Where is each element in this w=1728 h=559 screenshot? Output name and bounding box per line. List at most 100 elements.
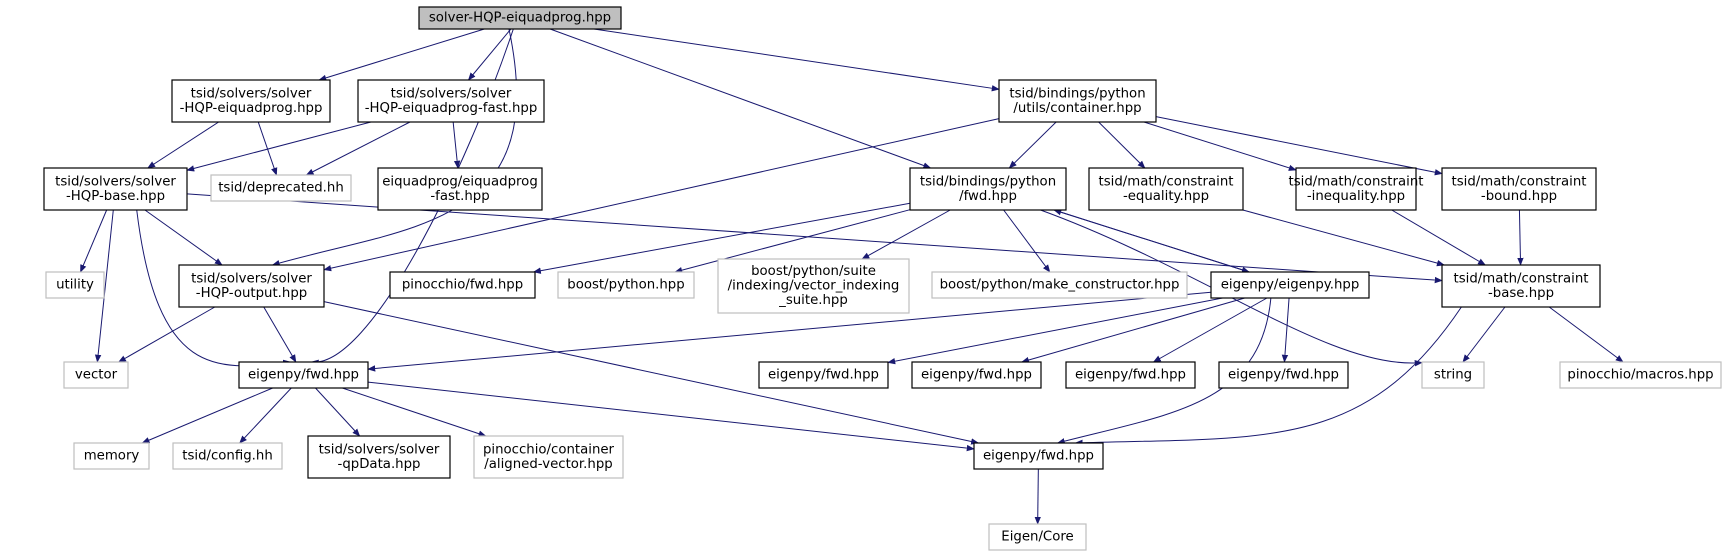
node-label: tsid/math/constraint [1452,174,1587,189]
edge-eigenpy-to-python_fwd [1053,209,1250,273]
node-box [1441,167,1597,211]
node-label: eigenpy/fwd.hpp [768,368,879,383]
node-constraint_eq[interactable]: tsid/math/constraint-equality.hpp [1088,167,1244,211]
node-label: tsid/bindings/python [920,174,1056,189]
node-label: /utils/container.hpp [1013,101,1141,116]
node-label: eigenpy/eigenpy.hpp [1221,278,1360,293]
node-memory: memory [73,442,150,470]
edge-container-to-solver_output [323,118,1000,272]
node-vector: vector [63,361,129,389]
node-label: tsid/math/constraint [1099,174,1234,189]
node-deprecated: tsid/deprecated.hh [210,174,352,202]
node-constraint_bound[interactable]: tsid/math/constraint-bound.hpp [1441,167,1597,211]
node-label: boost/python/make_constructor.hpp [940,278,1180,293]
node-box [473,435,624,479]
node-label: tsid/deprecated.hh [218,181,344,196]
node-label: tsid/bindings/python [1009,86,1145,101]
edge-container-to-constraint_eq [1098,121,1146,169]
node-label: -HQP-output.hpp [196,286,307,301]
edge-solver_eiquadprog_fast-to-deprecated [305,121,411,176]
node-box [1218,361,1349,389]
edge-python_fwd-to-string [1040,209,1423,367]
edge-eigenpy_fwd_a-to-memory [141,387,273,444]
node-box [210,174,352,202]
node-label: -HQP-eiquadprog-fast.hpp [365,101,538,116]
node-box [377,167,543,211]
node-label: eiquadprog/eiquadprog [382,174,538,189]
edge-container-to-constraint_ineq [1143,121,1297,171]
node-label: vector [75,368,118,383]
node-eigenpy_fwd_c[interactable]: eigenpy/fwd.hpp [911,361,1042,389]
node-python_fwd[interactable]: tsid/bindings/python/fwd.hpp [909,167,1067,211]
node-label: boost/python.hpp [567,278,684,293]
node-box [357,79,545,123]
node-label: -inequality.hpp [1307,189,1405,204]
node-eigenpy_fwd_b[interactable]: eigenpy/fwd.hpp [758,361,889,389]
node-eigenpy_fwd_d[interactable]: eigenpy/fwd.hpp [1065,361,1196,389]
node-label: eigenpy/fwd.hpp [1075,368,1186,383]
node-label: boost/python/suite [751,264,876,279]
node-label: tsid/math/constraint [1289,174,1424,189]
edge-solver_eiquadprog_fast-to-solver_base [186,121,372,172]
edge-root-to-solver_eiquadprog_fast [467,28,512,81]
edge-root-to-container [593,28,1000,92]
edge-solver_base-to-utility [80,209,108,273]
node-pinocchio_fwd[interactable]: pinocchio/fwd.hpp [389,271,536,299]
node-utility: utility [45,271,105,299]
node-eigenpy_fwd_a[interactable]: eigenpy/fwd.hpp [238,361,369,389]
edge-solver_base-to-vector [94,209,114,363]
node-eigenpy_fwd_f[interactable]: eigenpy/fwd.hpp [973,442,1104,470]
node-label: tsid/solvers/solver [319,442,440,457]
node-box [43,167,188,211]
node-label: eigenpy/fwd.hpp [921,368,1032,383]
node-label: eigenpy/fwd.hpp [1228,368,1339,383]
node-label: tsid/solvers/solver [391,86,512,101]
node-label: Eigen/Core [1001,530,1073,545]
edge-constraint_base-to-string [1462,306,1506,363]
node-solver_base[interactable]: tsid/solvers/solver-HQP-base.hpp [43,167,188,211]
node-label: memory [84,449,140,464]
edge-eigenpy-to-eigenpy_fwd_a [367,291,1212,372]
node-solver_output[interactable]: tsid/solvers/solver-HQP-output.hpp [178,264,325,308]
node-eiquadprog_fast[interactable]: eiquadprog/eiquadprog-fast.hpp [377,167,543,211]
edge-python_fwd-to-boost_suite [861,209,951,260]
node-box [1065,361,1196,389]
node-root[interactable]: solver-HQP-eiquadprog.hpp [418,6,622,30]
node-qpdata[interactable]: tsid/solvers/solver-qpData.hpp [307,435,451,479]
node-container[interactable]: tsid/bindings/python/utils/container.hpp [998,79,1157,123]
node-solver_eiquadprog_fast[interactable]: tsid/solvers/solver-HQP-eiquadprog-fast.… [357,79,545,123]
node-label: pinocchio/container [483,442,615,457]
node-label: string [1434,368,1472,383]
node-eigen_core: Eigen/Core [988,523,1087,551]
node-label: utility [56,278,94,293]
node-box [909,167,1067,211]
edge-constraint_ineq-to-constraint_base [1391,209,1486,266]
node-eigenpy[interactable]: eigenpy/eigenpy.hpp [1210,271,1370,299]
node-box [389,271,536,299]
node-box [1295,167,1417,211]
node-box [973,442,1104,470]
node-box [1210,271,1370,299]
node-box [73,442,150,470]
edge-solver_eiquadprog_fast-to-eiquadprog_fast [452,121,461,169]
node-constraint_ineq[interactable]: tsid/math/constraint-inequality.hpp [1289,167,1424,211]
node-solver_eiquadprog[interactable]: tsid/solvers/solver-HQP-eiquadprog.hpp [171,79,331,123]
node-box [557,271,695,299]
edge-solver_output-to-eigenpy_fwd_f [323,301,980,445]
edge-solver_eiquadprog-to-solver_base [147,121,219,169]
node-pinocchio_macros: pinocchio/macros.hpp [1559,361,1722,389]
node-eigenpy_fwd_e[interactable]: eigenpy/fwd.hpp [1218,361,1349,389]
edge-python_fwd-to-boost_make [1003,209,1051,273]
edge-python_fwd-to-boost_python [674,209,911,274]
node-box [988,523,1087,551]
node-string: string [1421,361,1485,389]
node-label: -HQP-eiquadprog.hpp [180,101,323,116]
node-box [998,79,1157,123]
node-label: -fast.hpp [430,189,489,204]
node-boost_suite: boost/python/suite/indexing/vector_index… [717,258,910,314]
edge-eigenpy_fwd_a-to-aligned_vector [342,387,487,437]
node-label: eigenpy/fwd.hpp [983,449,1094,464]
node-aligned_vector: pinocchio/container/aligned-vector.hpp [473,435,624,479]
node-constraint_base[interactable]: tsid/math/constraint-base.hpp [1441,264,1601,308]
